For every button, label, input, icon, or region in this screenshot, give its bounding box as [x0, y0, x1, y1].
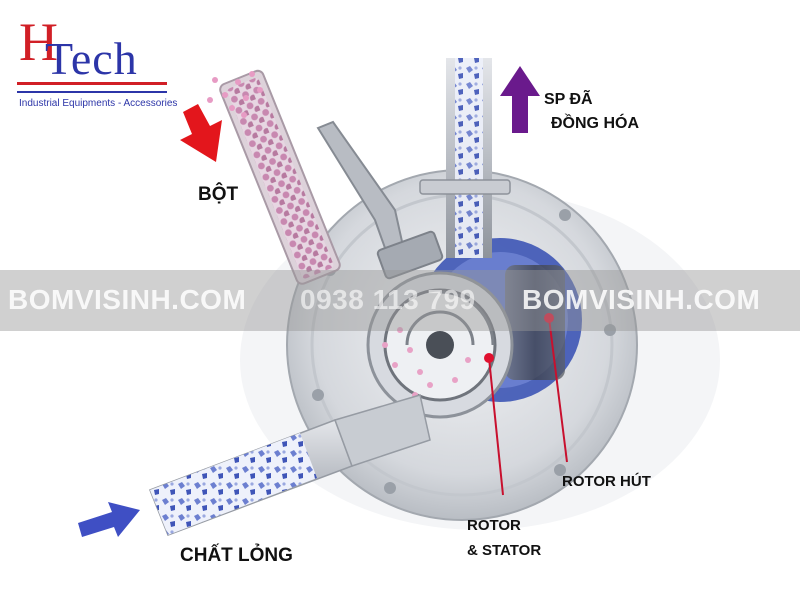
product-label-line2: ĐỒNG HÓA — [551, 115, 639, 132]
rotor-suction-label: ROTOR HÚT — [562, 473, 651, 490]
falling-powder — [207, 71, 263, 118]
stator-slots — [405, 290, 495, 346]
liquid-arrow-icon — [78, 502, 140, 537]
product-arrow-icon — [500, 66, 540, 133]
rotor-stator-label-line2: & STATOR — [467, 542, 542, 559]
product-label-line1: SP ĐÃ — [544, 91, 593, 108]
flange-bolts — [312, 209, 616, 494]
liquid-label: CHẤT LỎNG — [180, 545, 293, 566]
rotor-stator-label: ROTOR & STATOR — [467, 513, 541, 563]
watermark-right: BOMVISINH.COM — [522, 284, 761, 315]
watermark-phone: 0938 113 799 — [300, 284, 476, 315]
rotor-suction-dot — [544, 313, 554, 323]
watermark-left: BOMVISINH.COM — [8, 284, 247, 315]
htech-logo: H Tech Industrial Equipments - Accessori… — [15, 12, 185, 117]
rotor-stator-pointer — [488, 357, 504, 496]
logo-word: Tech — [45, 33, 138, 84]
powder-label: BỘT — [198, 184, 239, 205]
rotor-hub — [426, 331, 454, 359]
outlet-clamp — [419, 179, 511, 195]
lever-handle — [316, 120, 444, 280]
liquid-inlet-pipe — [149, 394, 431, 536]
powder-arrow-icon — [180, 104, 222, 162]
logo-red-rule — [17, 82, 167, 85]
logo-blue-rule — [17, 91, 167, 93]
rotor-stator-dot — [484, 353, 494, 363]
product-label: SP ĐÃ ĐỒNG HÓA — [544, 88, 639, 136]
rotor-suction-pointer — [548, 317, 568, 463]
rotor-band — [505, 265, 565, 380]
powder-inlet-tube — [219, 69, 341, 285]
rotor-stator-label-line1: ROTOR — [467, 517, 521, 534]
outlet-product — [455, 58, 483, 258]
watermark-band: BOMVISINH.COM 0938 113 799 BOMVISINH.COM — [0, 270, 800, 331]
logo-tagline: Industrial Equipments - Accessories — [19, 98, 178, 109]
logo-letter-h: H — [19, 12, 58, 72]
